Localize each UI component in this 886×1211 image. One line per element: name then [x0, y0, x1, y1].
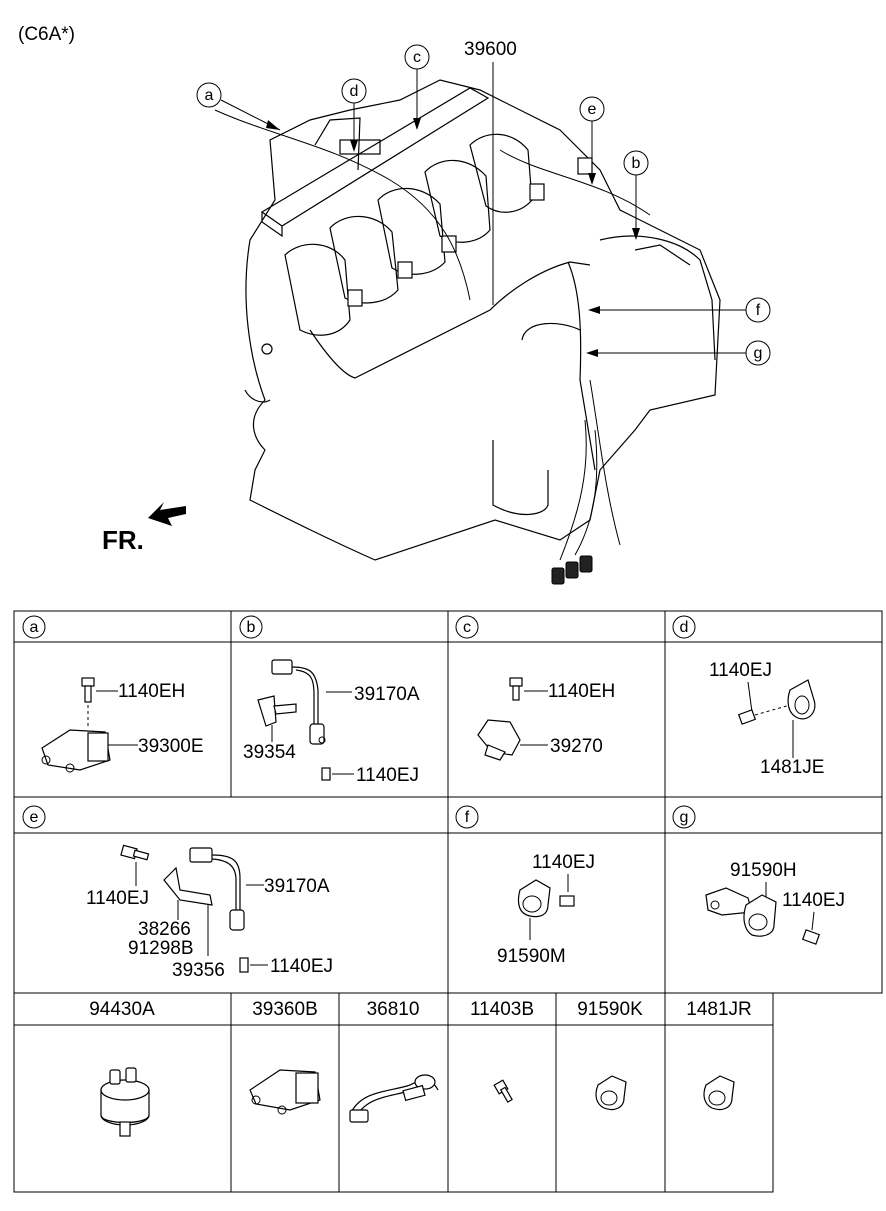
- bolt-icon: [493, 1079, 513, 1103]
- svg-text:b: b: [632, 155, 641, 172]
- bolt-icon: [321, 767, 331, 781]
- svg-text:c: c: [413, 49, 421, 66]
- svg-text:38266: 38266: [138, 919, 191, 940]
- svg-text:1140EH: 1140EH: [548, 681, 615, 702]
- svg-text:39170A: 39170A: [264, 876, 330, 897]
- panel-a-letter: a: [30, 619, 39, 636]
- bottom-part-1: 94430A: [89, 999, 155, 1020]
- map-sensor-icon: [249, 1069, 321, 1115]
- map-sensor-icon: [41, 729, 111, 773]
- panel-d: d 1140EJ 1481JE: [672, 615, 824, 778]
- svg-text:b: b: [247, 619, 256, 636]
- svg-text:1140EJ: 1140EJ: [532, 852, 595, 873]
- panel-a-part-2: 39300E: [138, 736, 204, 757]
- main-part-number: 39600: [464, 39, 517, 60]
- panel-c: c 1140EH 39270: [455, 615, 615, 761]
- svg-text:91590H: 91590H: [730, 860, 797, 881]
- bracket-icon: [163, 866, 213, 906]
- bolt-icon: [801, 929, 821, 945]
- svg-text:1140EJ: 1140EJ: [270, 956, 333, 977]
- bolt-icon: [559, 895, 575, 907]
- front-indicator: FR.: [102, 502, 186, 555]
- cam-sensor-icon: [477, 719, 521, 761]
- harness-icon: [349, 1074, 439, 1123]
- svg-text:c: c: [463, 619, 471, 636]
- bottom-part-6: 1481JR: [686, 999, 752, 1020]
- bottom-part-2: 39360B: [252, 999, 318, 1020]
- svg-text:91590M: 91590M: [497, 946, 566, 967]
- svg-text:1140EJ: 1140EJ: [86, 888, 149, 909]
- panel-g: g 91590H 1140EJ: [672, 805, 845, 945]
- parts-grid: [13, 610, 883, 1193]
- svg-text:g: g: [680, 809, 689, 826]
- callout-c: c: [404, 44, 430, 130]
- bottom-part-5: 91590K: [577, 999, 643, 1020]
- bolt-icon: [239, 957, 249, 973]
- bottom-part-3: 36810: [367, 999, 420, 1020]
- svg-text:1140EJ: 1140EJ: [356, 765, 419, 786]
- model-code: (C6A*): [18, 24, 75, 45]
- svg-text:e: e: [30, 809, 39, 826]
- clip-icon: [595, 1075, 627, 1111]
- callout-a: a: [196, 82, 281, 131]
- engine-illustration: 39600 a d c e b: [102, 39, 771, 585]
- svg-text:e: e: [588, 101, 597, 118]
- callout-d: d: [341, 78, 367, 152]
- bracket-icon: [257, 695, 297, 727]
- svg-text:39170A: 39170A: [354, 684, 420, 705]
- svg-text:39356: 39356: [172, 960, 225, 981]
- svg-text:d: d: [350, 83, 359, 100]
- callout-e: e: [579, 96, 605, 185]
- callout-f: f: [588, 297, 771, 323]
- clip-icon: [787, 679, 816, 720]
- svg-text:d: d: [680, 619, 689, 636]
- bolt-icon: [120, 844, 150, 861]
- panel-f: f 1140EJ 91590M: [455, 805, 595, 967]
- clip-bracket-icon: [705, 887, 777, 937]
- pressure-switch-icon: [100, 1067, 150, 1137]
- bolt-icon: [81, 677, 95, 703]
- bottom-parts: 94430A 39360B 36810 11403B 91590K 1481JR: [89, 999, 752, 1137]
- panel-a: a 1140EH 39300E: [22, 615, 204, 773]
- speed-sensor-icon: [189, 847, 245, 931]
- clip-icon: [703, 1075, 735, 1111]
- svg-text:a: a: [205, 87, 214, 104]
- panel-e: e 1140EJ 39170A 38266 91298B 39356 1140E…: [22, 805, 333, 981]
- callout-g: g: [586, 340, 771, 366]
- bolt-icon: [509, 677, 523, 701]
- svg-text:1140EJ: 1140EJ: [782, 890, 845, 911]
- svg-text:g: g: [754, 345, 763, 362]
- svg-text:1140EJ: 1140EJ: [709, 660, 772, 681]
- crank-sensor-icon: [271, 659, 326, 745]
- svg-text:1481JE: 1481JE: [760, 757, 824, 778]
- svg-text:39270: 39270: [550, 736, 603, 757]
- panel-a-part-1: 1140EH: [118, 681, 185, 702]
- svg-text:39354: 39354: [243, 742, 296, 763]
- svg-text:f: f: [465, 809, 470, 826]
- bolt-icon: [737, 709, 757, 725]
- panel-b: b 39170A 39354 1140EJ: [239, 615, 420, 786]
- svg-text:f: f: [756, 302, 761, 319]
- svg-text:FR.: FR.: [102, 525, 144, 555]
- clip-icon: [517, 879, 551, 918]
- callout-b: b: [623, 150, 649, 240]
- bottom-part-4: 11403B: [470, 999, 534, 1020]
- svg-text:91298B: 91298B: [128, 938, 194, 959]
